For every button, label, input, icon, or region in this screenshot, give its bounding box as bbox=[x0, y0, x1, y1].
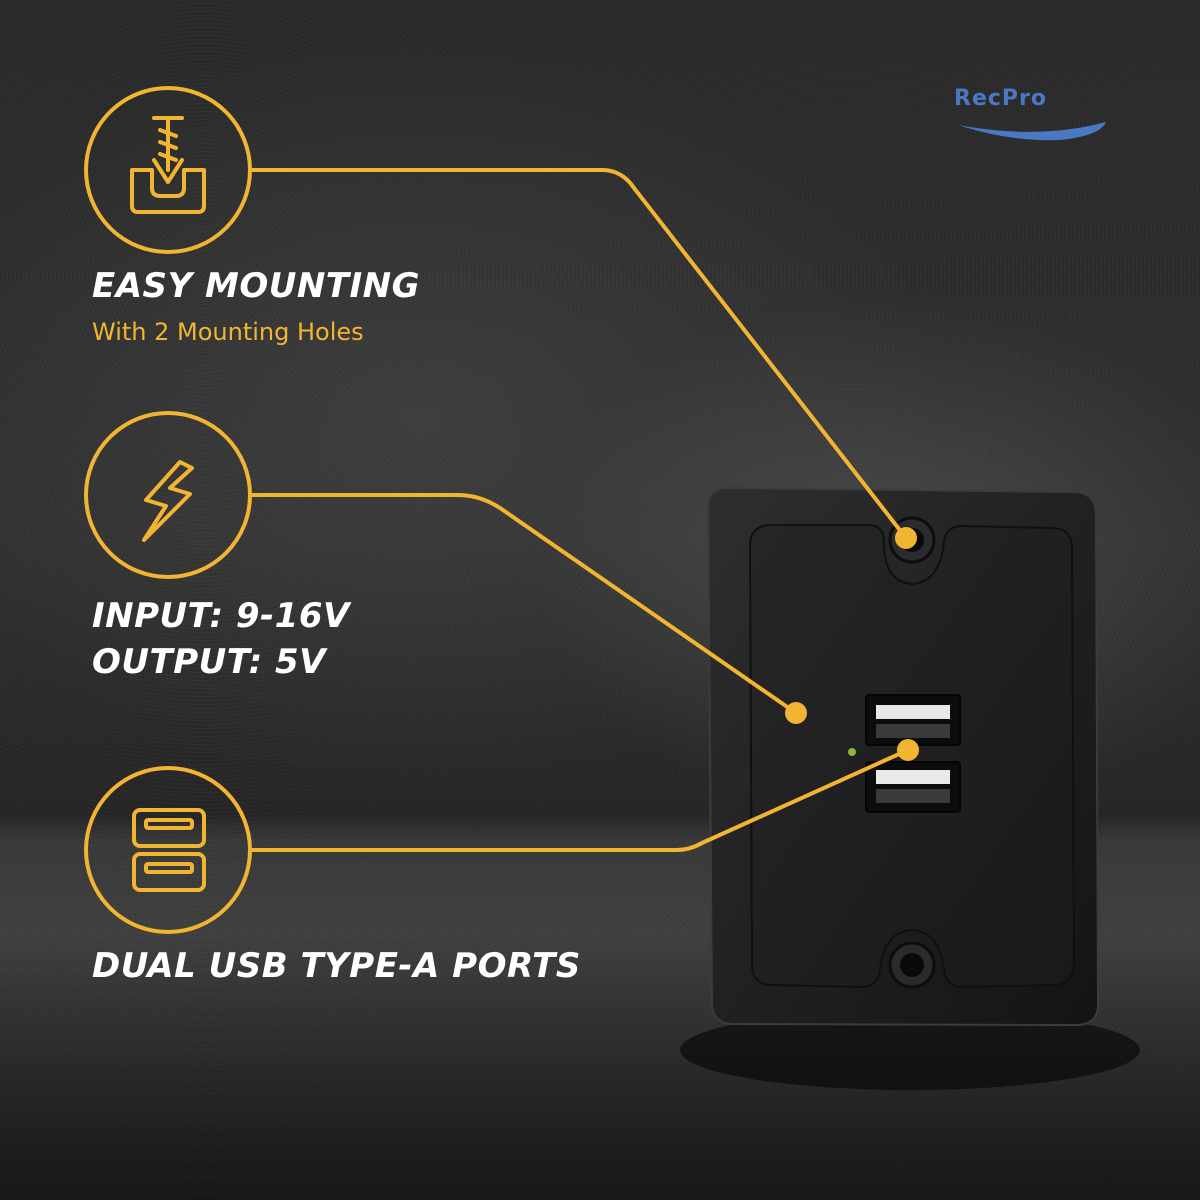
icon-circle-usb bbox=[84, 766, 252, 934]
feature-subtitle-mounting: With 2 Mounting Holes bbox=[92, 318, 364, 346]
feature-title-input: INPUT: 9-16V bbox=[92, 596, 350, 636]
connector-lines bbox=[250, 168, 910, 852]
screw-mount-icon bbox=[130, 116, 206, 214]
dot-usb-ports bbox=[897, 739, 919, 761]
dot-mounting-hole bbox=[895, 527, 917, 549]
connector-line-usb bbox=[250, 748, 910, 852]
dot-power-input bbox=[785, 702, 807, 724]
bottom-hole-opening bbox=[900, 953, 924, 977]
icon-circle-power bbox=[84, 411, 252, 579]
feature-title-usb: DUAL USB TYPE-A PORTS bbox=[92, 946, 581, 986]
feature-title-mounting: EASY MOUNTING bbox=[92, 266, 420, 306]
usb-port-bottom bbox=[865, 761, 961, 813]
icon-circle-mounting bbox=[84, 86, 252, 254]
usb-ports-icon bbox=[132, 808, 206, 892]
usb-faceplate bbox=[680, 486, 1140, 1090]
connector-dots bbox=[785, 527, 919, 761]
usb-port-top bbox=[865, 694, 961, 746]
connector-line-mounting bbox=[250, 168, 908, 540]
power-led-icon bbox=[848, 748, 856, 756]
brand-logo: RecPro bbox=[954, 86, 1114, 146]
feature-title-output: OUTPUT: 5V bbox=[92, 642, 326, 682]
icon-circles bbox=[84, 86, 252, 934]
plate-floor-shadow bbox=[680, 1010, 1140, 1090]
lightning-bolt-icon bbox=[142, 460, 194, 542]
brand-logo-text: RecPro bbox=[954, 86, 1047, 111]
connector-line-power bbox=[250, 493, 798, 715]
logo-swoosh bbox=[958, 122, 1106, 141]
